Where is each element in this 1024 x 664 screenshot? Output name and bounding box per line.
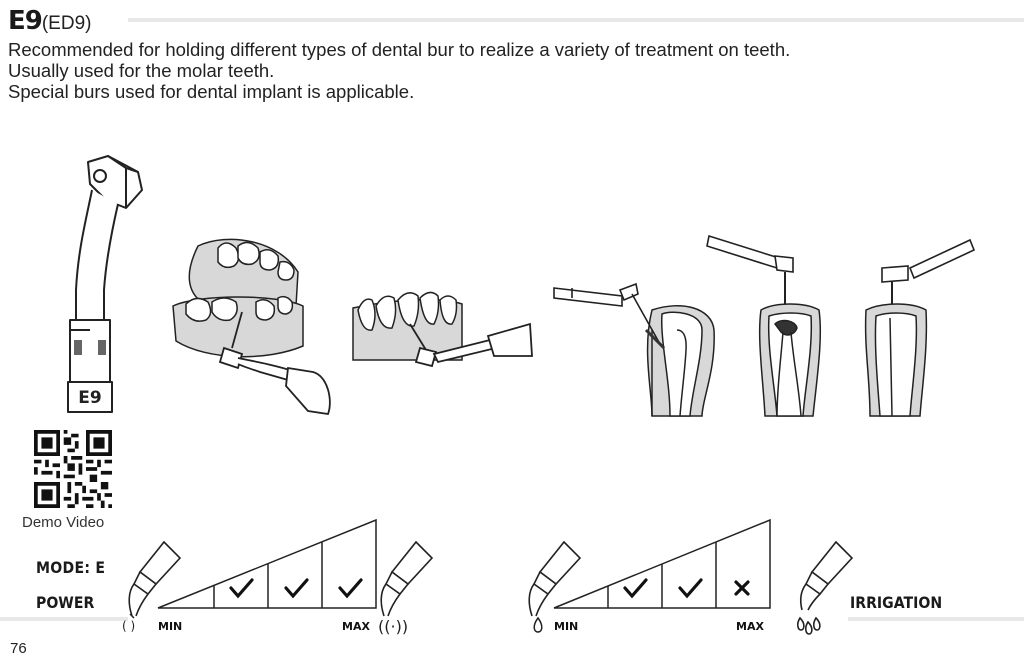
irrigation-scale: MIN MAX — [528, 518, 854, 635]
scaler-handpiece-icon — [528, 540, 582, 617]
power-level-3-check-icon — [338, 578, 363, 599]
description-line: Usually used for the molar teeth. — [8, 60, 275, 81]
power-level-1-check-icon — [229, 578, 254, 599]
power-min-label: MIN — [158, 620, 182, 633]
scaler-handpiece-water-icon — [796, 540, 854, 635]
mode-label: MODE: E — [36, 558, 106, 577]
irrigation-level-2-check-icon — [678, 578, 703, 599]
power-label: POWER — [36, 593, 95, 612]
bottom-divider-right — [848, 617, 1024, 621]
jaw-illustration-molar — [172, 238, 331, 415]
irrigation-label: IRRIGATION — [850, 593, 943, 612]
title-divider — [128, 18, 1024, 22]
power-triangle — [157, 518, 377, 609]
description-line: Special burs used for dental implant is … — [8, 81, 415, 102]
svg-text:((·)): ((·)) — [378, 617, 408, 636]
jaw-illustration-anterior — [352, 291, 533, 368]
scaler-handpiece-icon — [128, 540, 182, 617]
description-line: Recommended for holding different types … — [8, 39, 791, 60]
qr-caption: Demo Video — [22, 514, 105, 531]
scaler-handpiece-vibration-icon — [380, 540, 434, 617]
page-number: 76 — [10, 640, 27, 657]
tip-label: E9 — [78, 388, 101, 408]
irrigation-min-label: MIN — [554, 620, 578, 633]
bottom-divider-left — [0, 617, 128, 621]
model-name: E9 — [8, 6, 43, 36]
model-code: (ED9) — [41, 13, 92, 34]
irrigation-level-3-cross-icon — [734, 580, 750, 596]
qr-code[interactable] — [34, 430, 112, 508]
tooth-illustration-1 — [553, 282, 715, 417]
power-max-label: MAX — [342, 620, 370, 633]
irrigation-level-1-check-icon — [623, 578, 648, 599]
tooth-illustration-3 — [864, 238, 976, 417]
description: Recommended for holding different types … — [8, 39, 1008, 102]
power-level-2-check-icon — [284, 578, 309, 599]
svg-text:( ): ( ) — [122, 619, 135, 633]
tip-illustration: E9 — [67, 155, 143, 413]
tooth-illustration-2 — [706, 234, 822, 417]
power-scale: ( ) MIN MAX ((·)) — [122, 518, 434, 636]
title-row: E9(ED9) — [8, 6, 1024, 36]
water-drop-icon — [533, 616, 543, 633]
irrigation-max-label: MAX — [736, 620, 764, 633]
